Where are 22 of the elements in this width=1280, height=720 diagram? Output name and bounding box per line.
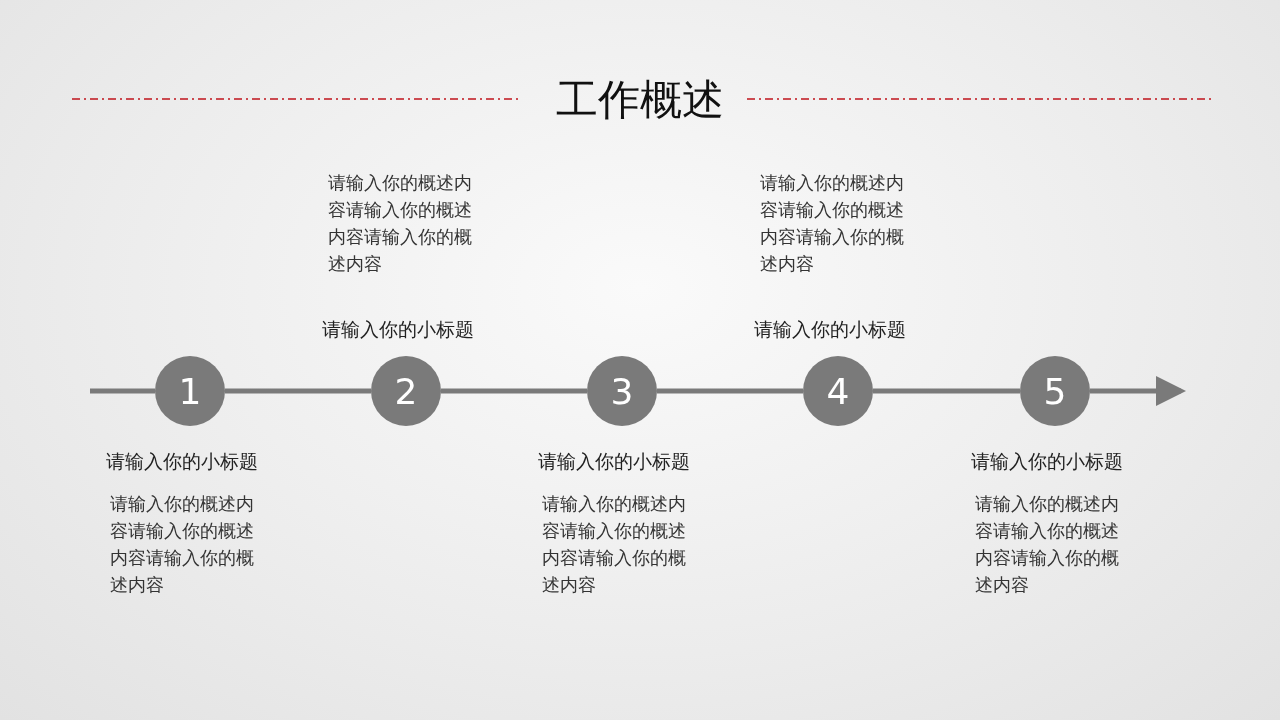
subtitle: 请输入你的小标题 xyxy=(971,449,1123,474)
subtitle: 请输入你的小标题 xyxy=(106,449,258,474)
description: 请输入你的概述内容请输入你的概述内容请输入你的概述内容 xyxy=(760,171,904,276)
timeline-line xyxy=(657,388,803,394)
subtitle: 请输入你的小标题 xyxy=(538,449,690,474)
subtitle: 请输入你的小标题 xyxy=(754,317,906,342)
step-circle: 3 xyxy=(587,356,657,426)
step-circle: 4 xyxy=(803,356,873,426)
timeline-line xyxy=(90,388,155,394)
step-circle: 2 xyxy=(371,356,441,426)
timeline-line xyxy=(873,388,1020,394)
description: 请输入你的概述内容请输入你的概述内容请输入你的概述内容 xyxy=(542,492,686,597)
step-circle: 5 xyxy=(1020,356,1090,426)
timeline-line xyxy=(441,388,587,394)
description: 请输入你的概述内容请输入你的概述内容请输入你的概述内容 xyxy=(110,492,254,597)
arrow xyxy=(1090,376,1186,406)
title: 工作概述 xyxy=(556,75,724,124)
step-circle: 1 xyxy=(155,356,225,426)
timeline-line xyxy=(225,388,371,394)
subtitle: 请输入你的小标题 xyxy=(322,317,474,342)
description: 请输入你的概述内容请输入你的概述内容请输入你的概述内容 xyxy=(328,171,472,276)
description: 请输入你的概述内容请输入你的概述内容请输入你的概述内容 xyxy=(975,492,1119,597)
